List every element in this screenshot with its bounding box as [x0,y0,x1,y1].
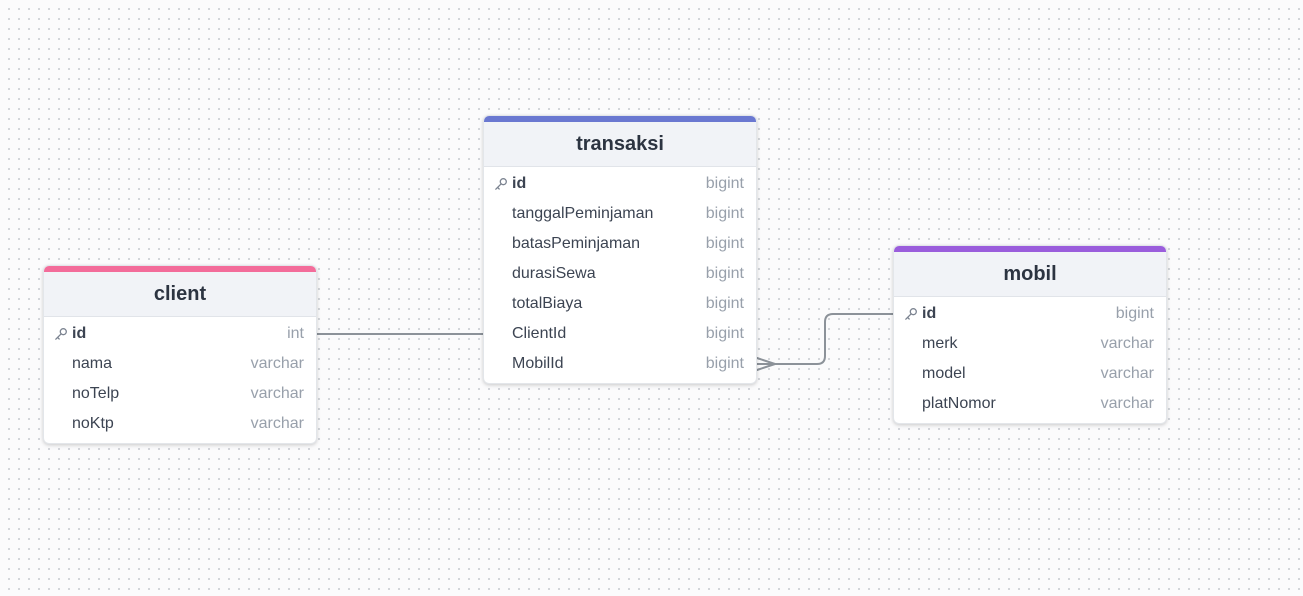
field-row-model[interactable]: model varchar [894,359,1166,389]
key-icon-placeholder [494,296,511,312]
field-name: ClientId [512,325,567,342]
key-icon-placeholder [54,416,71,432]
field-type: bigint [705,355,744,372]
field-name: MobilId [512,355,564,372]
field-type: varchar [1100,395,1154,412]
field-row-id[interactable]: id int [44,319,316,349]
field-type: varchar [250,415,304,432]
key-icon [904,306,921,322]
table-title: client [44,272,316,317]
field-row-noTelp[interactable]: noTelp varchar [44,379,316,409]
key-icon [54,326,71,342]
field-name: id [72,325,87,342]
field-type: bigint [705,235,744,252]
field-row-nama[interactable]: nama varchar [44,349,316,379]
field-name: totalBiaya [512,295,583,312]
relation-mobil-transaksi[interactable] [756,313,893,371]
field-type: bigint [705,295,744,312]
field-list: id int nama varchar noTelp varchar noKtp varcha… [44,317,316,443]
field-name: id [512,175,527,192]
key-icon-placeholder [494,206,511,222]
key-icon-placeholder [494,326,511,342]
table-transaksi[interactable]: transaksi id bigint tanggalPeminjaman bigin… [483,115,757,384]
key-icon-placeholder [904,336,921,352]
field-row-tanggalPeminjaman[interactable]: tanggalPeminjaman bigint [484,199,756,229]
field-row-id[interactable]: id bigint [484,169,756,199]
table-accent-bar [44,266,316,272]
key-icon-placeholder [54,356,71,372]
field-type: bigint [705,205,744,222]
table-title: mobil [894,252,1166,297]
key-icon-placeholder [494,356,511,372]
field-type: bigint [1115,305,1154,322]
crows-foot-marker [756,357,776,371]
field-row-MobilId[interactable]: MobilId bigint [484,349,756,379]
key-icon-placeholder [54,386,71,402]
field-name: nama [72,355,113,372]
table-accent-bar [484,116,756,122]
field-type: varchar [250,385,304,402]
field-row-merk[interactable]: merk varchar [894,329,1166,359]
field-name: batasPeminjaman [512,235,641,252]
key-icon [494,176,511,192]
field-row-noKtp[interactable]: noKtp varchar [44,409,316,439]
field-type: varchar [250,355,304,372]
key-icon-placeholder [494,236,511,252]
field-row-platNomor[interactable]: platNomor varchar [894,389,1166,419]
field-name: noKtp [72,415,114,432]
field-type: int [287,325,304,342]
field-name: platNomor [922,395,996,412]
field-name: durasiSewa [512,265,596,282]
field-row-totalBiaya[interactable]: totalBiaya bigint [484,289,756,319]
table-accent-bar [894,246,1166,252]
field-row-ClientId[interactable]: ClientId bigint [484,319,756,349]
relation-line [757,313,893,365]
field-name: tanggalPeminjaman [512,205,654,222]
key-icon-placeholder [904,366,921,382]
field-row-id[interactable]: id bigint [894,299,1166,329]
field-type: bigint [705,265,744,282]
field-name: id [922,305,937,322]
key-icon-placeholder [494,266,511,282]
table-title: transaksi [484,122,756,167]
field-type: bigint [705,325,744,342]
field-row-durasiSewa[interactable]: durasiSewa bigint [484,259,756,289]
field-name: merk [922,335,958,352]
field-row-batasPeminjaman[interactable]: batasPeminjaman bigint [484,229,756,259]
key-icon-placeholder [904,396,921,412]
field-type: varchar [1100,365,1154,382]
field-name: noTelp [72,385,120,402]
field-name: model [922,365,966,382]
field-type: varchar [1100,335,1154,352]
field-type: bigint [705,175,744,192]
